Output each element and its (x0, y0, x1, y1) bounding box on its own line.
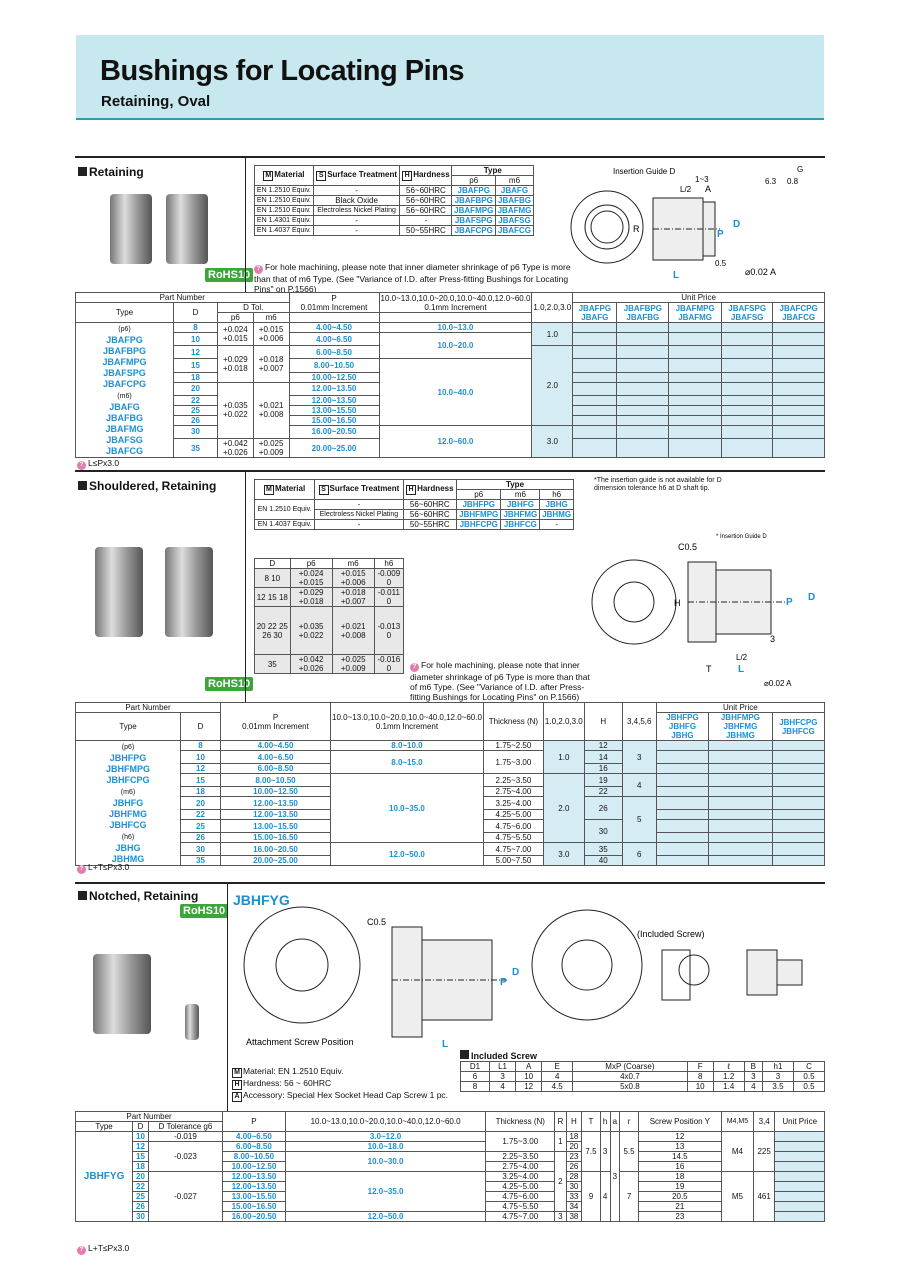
header-band: Bushings for Locating Pins Retaining, Ov… (76, 35, 824, 120)
rohs-badge: RoHS10 (205, 268, 254, 282)
svg-text:(Included Screw): (Included Screw) (637, 929, 705, 939)
svg-text:Insertion Guide D: Insertion Guide D (613, 167, 675, 176)
svg-text:C0.5: C0.5 (678, 542, 697, 552)
drawing-notched: Attachment Screw Position C0.5 P D L (In… (243, 906, 803, 1050)
svg-text:H: H (674, 598, 681, 608)
product-image (93, 954, 151, 1034)
svg-text:L: L (442, 1039, 448, 1050)
svg-text:P: P (786, 597, 793, 608)
section-heading: Shouldered, Retaining (78, 479, 216, 493)
included-screw-title: Included Screw (460, 1050, 537, 1061)
section-shouldered: Shouldered, Retaining RoHS10 (75, 470, 825, 702)
svg-text:P: P (717, 229, 724, 240)
footnote-2: ?L+T≤Px3.0 (77, 862, 129, 874)
note-hole-machining: ?For hole machining, please note that in… (254, 262, 571, 294)
section-retaining: Retaining RoHS10 (75, 156, 825, 293)
svg-text:D: D (512, 967, 519, 978)
svg-text:D: D (808, 592, 815, 603)
svg-text:L/2: L/2 (736, 653, 748, 662)
footnote-3: ?L+T≤Px3.0 (77, 1243, 129, 1255)
rohs-badge: RoHS10 (205, 677, 254, 691)
svg-text:L: L (738, 664, 744, 675)
svg-text:Attachment Screw Position: Attachment Screw Position (246, 1037, 354, 1047)
section-heading: Notched, Retaining (78, 889, 198, 903)
svg-text:D: D (733, 219, 740, 230)
svg-text:1~3: 1~3 (695, 175, 709, 184)
svg-text:A: A (705, 184, 711, 194)
note-insertion-guide: *The insertion guide is not available fo… (594, 477, 722, 492)
section-notched: Notched, Retaining RoHS10 JBHFYG (75, 882, 825, 1112)
drawing-retaining: Insertion Guide D 1~3 L/2 R P D L A 0.5 … (570, 165, 803, 281)
svg-text:G: G (797, 165, 803, 174)
page-title: Bushings for Locating Pins (100, 55, 465, 87)
svg-text:L: L (673, 270, 679, 281)
page-subtitle: Retaining, Oval (101, 93, 211, 110)
svg-text:C0.5: C0.5 (367, 917, 386, 927)
svg-text:L/2: L/2 (680, 185, 692, 194)
svg-text:T: T (706, 664, 712, 674)
svg-text:3: 3 (770, 634, 775, 644)
svg-text:6.3: 6.3 (765, 177, 777, 186)
screw-image (185, 1004, 199, 1040)
note-hole-machining-2: ?For hole machining, please note that in… (410, 660, 590, 702)
product-image (95, 547, 213, 637)
svg-text:0.8: 0.8 (787, 177, 799, 186)
svg-text:⌀0.02 A: ⌀0.02 A (745, 267, 776, 277)
drawing-shouldered: C0.5 * Insertion Guide D H 3 L/2 T L P D… (591, 534, 815, 688)
section-code: JBHFYG (233, 892, 290, 908)
section-heading: Retaining (78, 165, 144, 179)
product-image (110, 194, 208, 264)
rohs-badge: RoHS10 (180, 904, 229, 918)
svg-text:* Insertion Guide D: * Insertion Guide D (716, 534, 767, 540)
svg-text:0.5: 0.5 (715, 259, 727, 268)
svg-text:⌀0.02 A: ⌀0.02 A (764, 679, 792, 688)
footnote-1: ?L≤Px3.0 (77, 458, 119, 470)
svg-text:P: P (500, 977, 507, 988)
svg-text:R: R (633, 224, 640, 234)
